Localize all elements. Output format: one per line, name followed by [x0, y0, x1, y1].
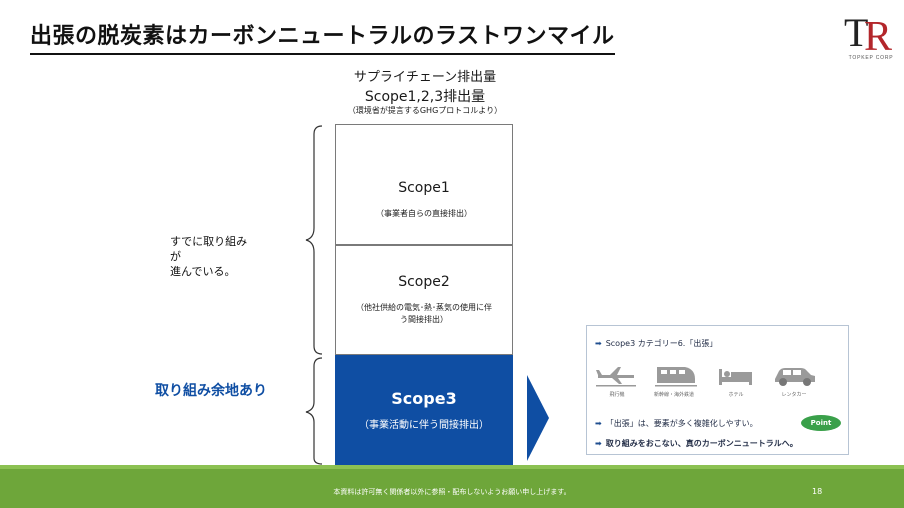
info-row2: ➡「出張」は、要素が多く複雑化しやすい。 [595, 418, 758, 429]
header-line-1: サプライチェーン排出量 [353, 70, 497, 85]
info-row3: ➡取り組みをおこない、真のカーボンニュートラルへ。 [595, 438, 798, 449]
company-logo: T R [844, 10, 892, 58]
header-line-2: Scope1,2,3排出量 [364, 89, 486, 105]
progress-label-line1: すでに取り組み [170, 235, 248, 248]
progress-label-line2: が [170, 250, 181, 263]
svg-text:T: T [844, 10, 868, 55]
scope3-box: Scope3 （事業活動に伴う間接排出） [335, 355, 513, 467]
footer-bar [0, 469, 904, 508]
footer-accent [0, 465, 904, 469]
remaining-label: 取り組み余地あり [155, 383, 267, 399]
train-icon [655, 367, 697, 387]
transport-label-car: レンタカー [781, 392, 807, 398]
scope3-name: Scope3 [391, 389, 457, 408]
airplane-icon [596, 367, 636, 387]
info-row3-text: 取り組みをおこない、真のカーボンニュートラルへ。 [605, 439, 798, 448]
arrow-right-icon: ➡ [595, 339, 602, 348]
brace-scope3-icon [305, 357, 323, 465]
page-title: 出張の脱炭素はカーボンニュートラルのラストワンマイル [30, 22, 615, 55]
point-badge: Point [801, 415, 841, 431]
transport-label-train: 新幹線・海外鉄道 [653, 392, 694, 398]
scope-braces [305, 125, 323, 465]
page-number: 18 [812, 487, 823, 496]
scope1-name: Scope1 [398, 180, 450, 196]
scope2-desc-line2: う間接排出） [400, 315, 448, 324]
progress-label-line3: 進んでいる。 [170, 265, 236, 278]
brace-scope12-icon [305, 125, 323, 355]
footer-notice: 本資料は許可無く関係者以外に参照・配布しないようお願い申し上げます。 [333, 488, 571, 496]
transport-label-hotel: ホテル [728, 392, 744, 398]
header-line-3: （環境省が提言するGHGプロトコルより） [347, 106, 503, 115]
car-icon [775, 368, 815, 386]
info-row2-text: 「出張」は、要素が多く複雑化しやすい。 [605, 419, 758, 428]
transport-label-airplane: 飛行機 [609, 392, 625, 398]
chevron-right-icon [527, 375, 549, 461]
scope3-info-box: ➡Scope3 カテゴリー6.「出張」 飛行機 新幹線・海外鉄道 ホテル レンタ… [586, 325, 849, 455]
hotel-bed-icon [719, 369, 752, 385]
info-row1-text: Scope3 カテゴリー6.「出張」 [605, 339, 718, 348]
scope1-desc: （事業者自らの直接排出） [376, 209, 472, 218]
info-row1: ➡Scope3 カテゴリー6.「出張」 [595, 338, 717, 349]
scope2-name: Scope2 [398, 274, 450, 290]
scope2-box: Scope2 （他社供給の電気･熱･蒸気の使用に伴 う間接排出） [335, 245, 513, 355]
svg-text:R: R [864, 14, 892, 58]
scope3-desc: （事業活動に伴う間接排出） [359, 420, 489, 431]
logo-tagline: TOPKEP CORP [848, 55, 894, 61]
progress-label: すでに取り組み が 進んでいる。 [170, 234, 270, 279]
scope2-desc-line1: （他社供給の電気･熱･蒸気の使用に伴 [356, 303, 492, 312]
arrow-right-icon: ➡ [595, 439, 602, 448]
scope1-box: Scope1 （事業者自らの直接排出） [335, 124, 513, 245]
arrow-right-icon: ➡ [595, 419, 602, 428]
